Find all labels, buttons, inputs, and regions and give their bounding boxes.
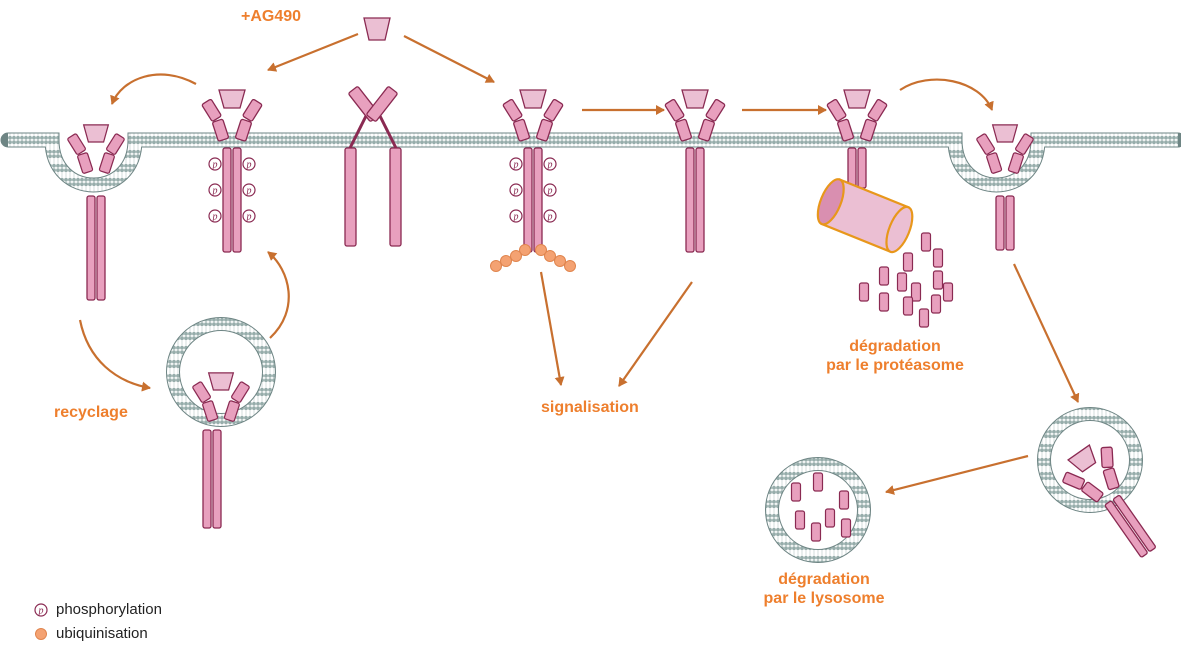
legend-ubiquitination-label: ubiquinisation <box>56 625 148 643</box>
recycling-label: recyclage <box>54 403 128 422</box>
proteasome-label-line2: par le protéasome <box>820 356 970 375</box>
signaling-label: signalisation <box>541 398 639 417</box>
arrow-pit-to-endosome <box>1014 264 1078 402</box>
receptor-endocytic-pit-left <box>67 125 125 300</box>
phosphorylation-icon: p <box>34 603 48 617</box>
arrow-proteasome-to-pit <box>900 80 992 110</box>
receptor-phosphorylated <box>202 90 263 252</box>
lysosome-label-line2: par le lysosome <box>754 589 894 608</box>
arrow-vesicle-to-phospho <box>268 252 289 338</box>
arrow-ubiquitin-to-signaling <box>541 272 561 385</box>
arrow-active-to-signaling <box>619 282 692 386</box>
lysosome-label-line1: dégradation <box>754 570 894 589</box>
ubiquitin-chain <box>491 245 576 272</box>
proteasome-degradation-label: dégradation par le protéasome <box>820 337 970 375</box>
proteasome-label-line1: dégradation <box>820 337 970 356</box>
svg-text:p: p <box>38 606 44 617</box>
ubiquitin-icon <box>34 627 48 641</box>
inhibitor-label: +AG490 <box>241 7 301 26</box>
receptor-ubiquitinated <box>491 90 576 272</box>
receptor-active <box>665 90 726 252</box>
arrow-pit-to-vesicle <box>80 320 150 388</box>
recycling-endosome <box>173 324 269 528</box>
legend-phosphorylation-label: phosphorylation <box>56 601 162 619</box>
late-endosome <box>1044 414 1174 570</box>
lysosome <box>772 464 864 556</box>
arrow-ligand-to-phospho <box>268 34 358 70</box>
arrow-endosome-to-lysosome <box>886 456 1028 492</box>
free-ligand <box>364 18 390 40</box>
proteasome-fragments <box>860 233 953 327</box>
receptor-inactive <box>345 86 401 246</box>
arrow-phospho-to-pit <box>112 75 196 104</box>
arrow-ligand-to-ubiquitin <box>404 36 494 82</box>
lysosome-degradation-label: dégradation par le lysosome <box>754 570 894 608</box>
